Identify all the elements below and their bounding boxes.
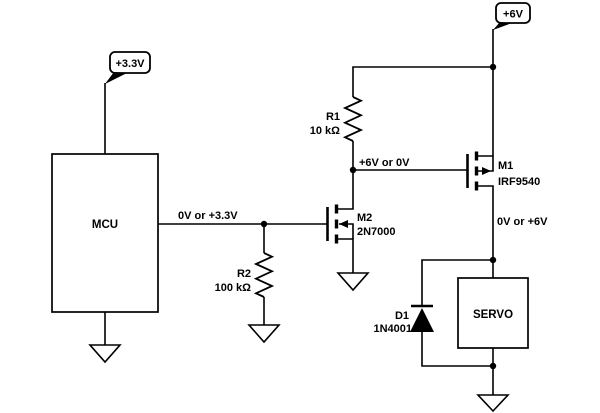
power-flag-6v: +6V: [493, 2, 531, 30]
mosfet-m1: M1 IRF9540: [466, 151, 540, 260]
servo-label: SERVO: [473, 309, 513, 321]
wire-r1-to-m2-drain: [338, 141, 354, 210]
diode-d1: D1 1N4001: [373, 259, 493, 367]
power-flag-3v3-bubble: [109, 51, 151, 74]
wire-6v-rail-to-m1-source: [477, 29, 494, 157]
wire-r1-to-rail: [352, 66, 493, 97]
wire-d1-bottom: [421, 332, 493, 367]
r2-value: 100 kΩ: [215, 282, 252, 294]
r1-value: 10 kΩ: [310, 125, 340, 137]
m2-arrow-in: [339, 220, 348, 228]
power-flag-6v-tail: [493, 22, 512, 30]
m2-source-lead: [337, 238, 354, 273]
m1-drain-lead: [477, 185, 494, 260]
ground-symbol-mcu: [88, 344, 122, 364]
junction-servo-bottom: [489, 362, 497, 370]
mcu-label: MCU: [92, 219, 118, 231]
d1-part: 1N4001: [373, 323, 412, 335]
power-flag-6v-label: +6V: [503, 9, 524, 21]
servo-body: [457, 277, 529, 349]
m2-ref: M2: [357, 212, 372, 224]
m2-part: 2N7000: [357, 226, 396, 238]
r2-zigzag: [253, 252, 275, 298]
d1-anode-triangle: [410, 308, 434, 332]
mosfet-m2: M2 2N7000: [326, 204, 396, 273]
m1-arrow-out: [482, 167, 491, 175]
net-label-m1-drain: 0V or +6V: [497, 216, 548, 228]
ground-symbol-r2: [247, 324, 281, 344]
power-flag-6v-bubble: [495, 2, 531, 24]
power-flag-3v3-label: +3.3V: [115, 58, 145, 70]
ground-symbol-servo: [476, 394, 510, 413]
r2-ref: R2: [237, 268, 251, 280]
r1-ref: R1: [326, 111, 340, 123]
m1-ref: M1: [498, 160, 513, 172]
resistor-r1: R1 10 kΩ: [310, 66, 493, 210]
wire-d1-top: [421, 259, 493, 306]
ground-symbol-m2: [336, 272, 370, 292]
mcu-body: [51, 153, 159, 313]
net-label-m1-gate: +6V or 0V: [359, 157, 410, 169]
net-label-mcu-out: 0V or +3.3V: [178, 210, 238, 222]
r1-zigzag: [342, 96, 364, 142]
power-flag-3v3: +3.3V: [105, 51, 151, 84]
d1-ref: D1: [395, 310, 409, 322]
m1-part: IRF9540: [498, 176, 540, 188]
power-flag-3v3-tail: [105, 72, 127, 84]
resistor-r2: R2 100 kΩ: [215, 224, 275, 325]
